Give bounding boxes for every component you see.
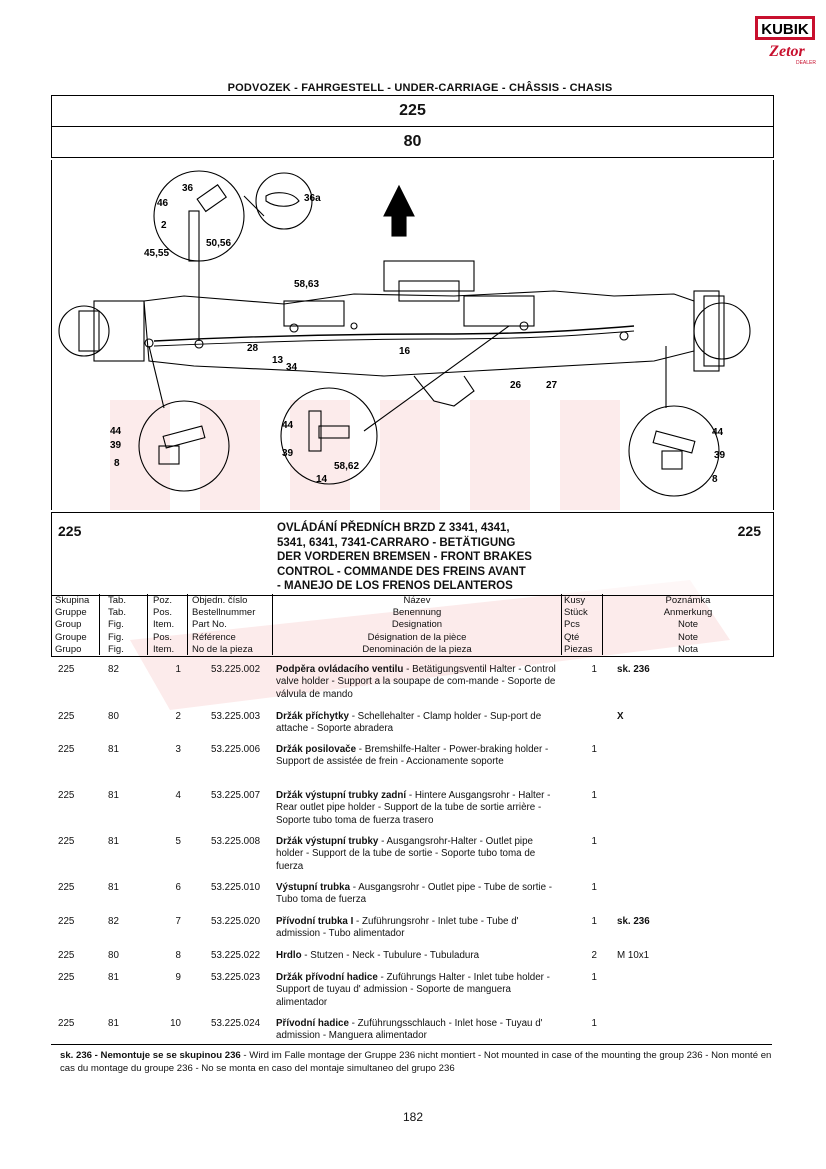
label-36: 36 — [182, 183, 194, 194]
label-36a: 36a — [304, 193, 321, 204]
group-code-boxes: 225 80 — [51, 95, 774, 158]
footnote-divider — [51, 1044, 772, 1045]
page-header-title: PODVOZEK - FAHRGESTELL - UNDER-CARRIAGE … — [227, 82, 613, 94]
label-14: 14 — [316, 474, 328, 485]
col-tab: Tab.Tab.Fig.Fig.Fig. — [108, 595, 126, 655]
label-44-center: 44 — [282, 420, 294, 431]
label-2: 2 — [161, 220, 167, 231]
label-28: 28 — [247, 343, 259, 354]
group-number-left: 225 — [58, 523, 82, 539]
label-34: 34 — [286, 362, 298, 373]
label-58-63: 58,63 — [294, 279, 319, 290]
label-44-right: 44 — [712, 427, 724, 438]
label-39-center: 39 — [282, 448, 294, 459]
label-46: 46 — [157, 198, 169, 209]
group-title-line: CONTROL - COMMANDE DES FREINS AVANT — [277, 565, 526, 578]
label-44-left: 44 — [110, 426, 122, 437]
figure-code: 80 — [52, 126, 773, 157]
group-title-line: OVLÁDÁNÍ PŘEDNÍCH BRZD Z 3341, 4341, — [277, 522, 510, 534]
kubik-zetor-logo: KUBIK Zetor DEALER — [755, 16, 816, 66]
label-27: 27 — [546, 380, 558, 391]
label-13: 13 — [272, 355, 284, 366]
col-poz: Poz.Pos.Item.Pos.Item. — [153, 595, 175, 655]
label-39-right: 39 — [714, 450, 726, 461]
svg-text:Zetor: Zetor — [768, 43, 805, 60]
label-8-left: 8 — [114, 458, 120, 469]
group-code: 225 — [399, 102, 426, 119]
group-title-line: DER VORDEREN BREMSEN - FRONT BRAKES — [277, 551, 532, 564]
svg-text:DEALER: DEALER — [796, 60, 816, 66]
label-26: 26 — [510, 380, 522, 391]
brake-control-diagram: 36 46 2 50,56 45,55 36a 58,63 16 28 13 3… — [58, 170, 751, 497]
page-number: 182 — [402, 1110, 424, 1124]
group-title-box: 225 OVLÁDÁNÍ PŘEDNÍCH BRZD Z 3341, 4341,… — [51, 512, 774, 596]
label-50-56: 50,56 — [206, 238, 231, 249]
label-58-62: 58,62 — [334, 461, 359, 472]
label-45-55: 45,55 — [144, 248, 169, 259]
label-16: 16 — [399, 346, 411, 357]
diagram-frame — [51, 160, 774, 510]
group-title-line: - MANEJO DE LOS FRENOS DELANTEROS — [277, 580, 513, 593]
group-title-line: 5341, 6341, 7341-CARRARO - BETÄTIGUNG — [277, 536, 516, 549]
svg-text:KUBIK: KUBIK — [761, 21, 809, 38]
group-number-right: 225 — [737, 523, 761, 539]
footnote: sk. 236 - Nemontuje se se skupinou 236 -… — [60, 1050, 772, 1074]
label-8-right: 8 — [712, 474, 718, 485]
group-title: OVLÁDÁNÍ PŘEDNÍCH BRZD Z 3341, 4341, 534… — [277, 521, 532, 594]
label-39-left: 39 — [110, 440, 122, 451]
